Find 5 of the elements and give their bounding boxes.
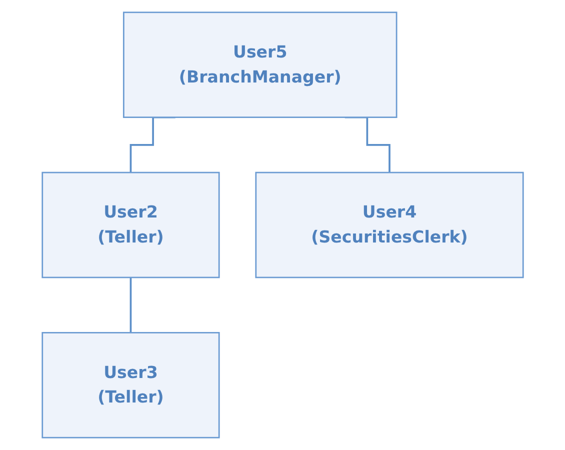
node-box: User3 (Teller) <box>41 332 220 438</box>
node-box: User4 (SecuritiesClerk) <box>254 172 524 278</box>
node-box: User2 (Teller) <box>41 172 220 278</box>
node-box: User5 (BranchManager) <box>122 12 397 118</box>
connector <box>130 276 132 334</box>
